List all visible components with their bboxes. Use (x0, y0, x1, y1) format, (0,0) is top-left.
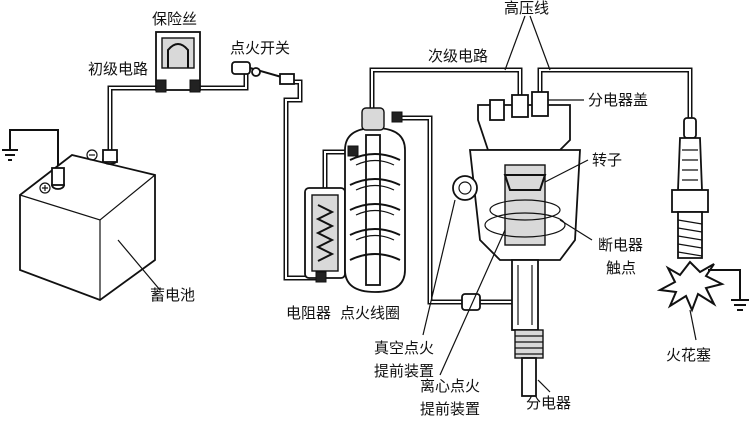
label-spark-plug: 火花塞 (666, 346, 711, 364)
label-ignition-switch: 点火开关 (230, 39, 290, 57)
battery (19, 149, 156, 302)
spark-plug (656, 117, 749, 313)
label-ignition-coil: 点火线圈 (340, 304, 400, 322)
fuse (155, 31, 201, 93)
label-centrifugal-advance-2: 提前装置 (420, 400, 480, 418)
label-resistor: 电阻器 (286, 304, 331, 322)
ignition-coil (344, 107, 406, 293)
ignition-switch (231, 61, 295, 85)
labels: 保险丝 初级电路 点火开关 高压线 次级电路 分电器盖 转子 断电器 触点 蓄电… (88, 0, 711, 418)
label-vacuum-advance-2: 提前装置 (374, 362, 434, 380)
distributor (452, 91, 581, 397)
label-breaker-contacts-2: 触点 (606, 259, 636, 277)
leader-lines (117, 15, 697, 393)
label-primary-circuit: 初级电路 (88, 60, 148, 78)
label-breaker-contacts-1: 断电器 (598, 236, 643, 254)
label-high-voltage-wire: 高压线 (504, 0, 549, 17)
label-vacuum-advance-1: 真空点火 (374, 339, 434, 357)
resistor (304, 187, 346, 283)
label-fuse: 保险丝 (152, 10, 197, 28)
label-distributor: 分电器 (526, 394, 571, 412)
label-distributor-cap: 分电器盖 (588, 91, 648, 109)
label-centrifugal-advance-1: 离心点火 (420, 377, 480, 395)
label-rotor: 转子 (592, 151, 622, 169)
label-battery: 蓄电池 (150, 286, 195, 304)
label-secondary-circuit: 次级电路 (428, 47, 488, 65)
